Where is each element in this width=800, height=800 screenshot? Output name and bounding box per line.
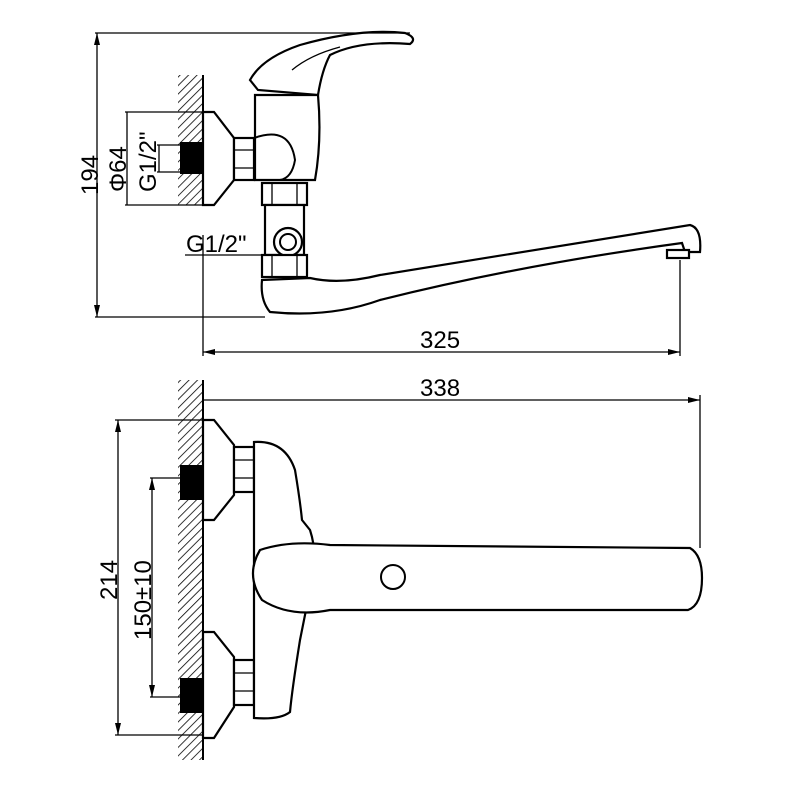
dimension-outlet-thread: G1/2" <box>185 231 268 258</box>
valve-body <box>253 93 321 182</box>
spout <box>260 223 702 315</box>
outlet-thread-label: G1/2" <box>186 231 247 258</box>
nut <box>232 136 256 182</box>
lever-handle <box>248 30 415 97</box>
flange-upper <box>201 418 236 522</box>
flange-diameter-label: Φ64 <box>105 146 132 192</box>
dimension-194: 194 <box>77 32 410 318</box>
lever-handle-top <box>251 542 704 614</box>
dimension-phi64: Φ64 G1/2" <box>105 111 203 206</box>
flange <box>201 110 236 207</box>
dimension-338: 338 <box>203 375 701 548</box>
overall-length-label: 338 <box>420 375 460 402</box>
wall-hatch <box>178 75 203 205</box>
wall-pipe <box>180 142 203 174</box>
connector-nut-top <box>260 181 309 207</box>
dimension-214: 214 <box>96 419 203 736</box>
top-view: 338 214 150±10 <box>96 375 704 760</box>
side-view: 194 Φ64 G1/2" G1/2" 325 <box>77 30 702 356</box>
overall-width-label: 214 <box>96 560 123 600</box>
outlet-port <box>272 226 304 258</box>
lever-hole <box>380 564 406 590</box>
wall-pipe-lower <box>180 678 203 713</box>
dimension-325: 325 <box>202 235 681 356</box>
flange-lower <box>201 630 236 740</box>
reach-dim-label: 325 <box>420 327 460 354</box>
wall-pipe-upper <box>180 465 203 500</box>
inlet-thread-label: G1/2" <box>135 131 162 192</box>
connector-nut-bottom <box>260 253 309 279</box>
dimension-150: 150±10 <box>130 477 180 698</box>
height-dim-label: 194 <box>77 155 104 195</box>
aerator <box>665 248 691 260</box>
center-distance-label: 150±10 <box>130 560 157 640</box>
